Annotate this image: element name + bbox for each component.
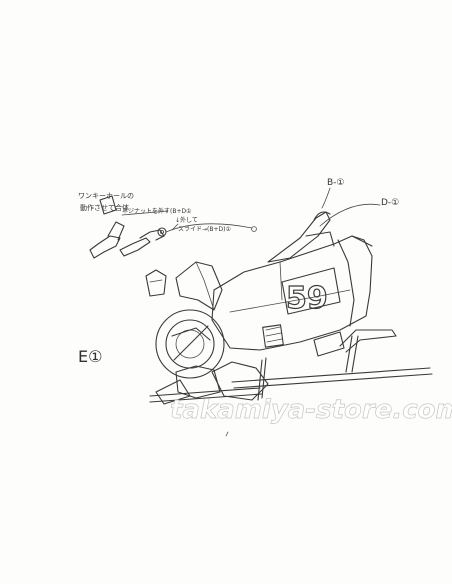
note-line-1: ワンキーホールの — [78, 192, 134, 200]
detail-parts-sketch — [89, 195, 257, 259]
label-b: B-① — [327, 178, 345, 188]
note-line-4: ↓外して — [175, 216, 198, 224]
label-b-leader — [321, 187, 331, 209]
label-d: D-① — [381, 198, 399, 208]
watermark-text: takamiya-store.com — [170, 395, 452, 425]
label-e: E① — [78, 347, 102, 366]
label-d-leader — [319, 203, 381, 227]
note-line-5: スライド→(B+D)① — [178, 226, 231, 233]
note-line-3: ネジナットを外す(B+D① — [122, 207, 191, 215]
body-number: 59 — [286, 281, 328, 316]
mecha-body-sketch: 59 — [145, 211, 433, 437]
note-line-2: 動作させて合体 — [80, 203, 129, 212]
